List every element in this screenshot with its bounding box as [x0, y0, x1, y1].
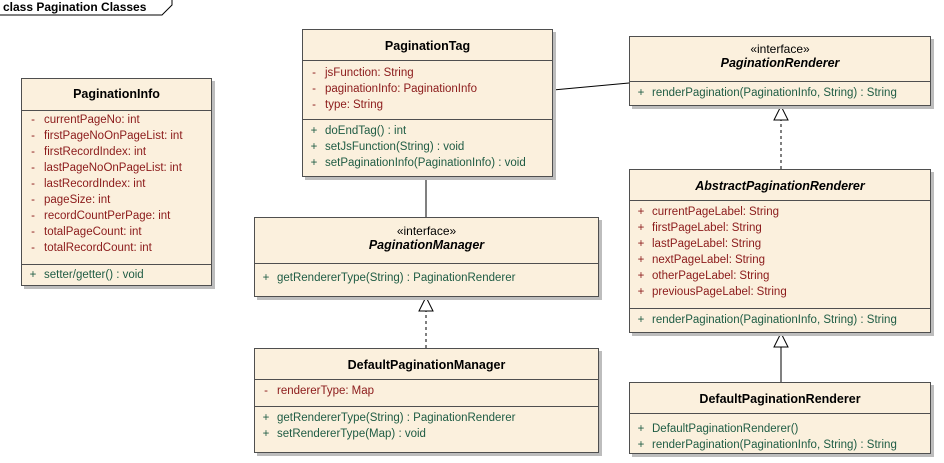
class-abstract-pagination-renderer[interactable]: AbstractPaginationRenderer +currentPageL… [629, 169, 931, 333]
association-tag-renderer [552, 82, 630, 91]
class-name: PaginationInfo [73, 87, 160, 101]
realization-renderer-arrow [773, 104, 789, 121]
generalization-renderer-arrow [773, 331, 789, 348]
operations-section: +renderPagination(PaginationInfo, String… [630, 82, 930, 101]
attributes-section: -rendererType:Map [255, 380, 598, 407]
attribute-row: +lastPageLabel:String [637, 238, 762, 250]
class-header: PaginationTag [303, 30, 552, 61]
attributes-section: -jsFunction:String -paginationInfo:Pagin… [303, 61, 552, 120]
attribute-row: +previousPageLabel:String [637, 286, 787, 298]
attribute-row: -firstRecordIndex:int [31, 146, 147, 158]
realization-manager-arrow [418, 295, 434, 312]
class-name: PaginationRenderer [720, 56, 840, 70]
attribute-row: -pageSize:int [31, 194, 111, 206]
operation-row: +doEndTag() : int [310, 125, 407, 137]
class-name: DefaultPaginationManager [347, 358, 506, 372]
class-header: PaginationInfo [22, 79, 211, 111]
interface-pagination-renderer[interactable]: «interface» PaginationRenderer +renderPa… [629, 36, 931, 106]
class-pagination-info[interactable]: PaginationInfo -currentPageNo:int -first… [21, 78, 212, 286]
operation-row: +getRendererType(String) : PaginationRen… [262, 272, 516, 284]
attribute-row: -recordCountPerPage:int [31, 210, 171, 222]
attribute-row: +nextPageLabel:String [637, 254, 765, 266]
operation-row: +renderPagination(PaginationInfo, String… [637, 87, 897, 99]
attributes-section: +currentPageLabel:String +firstPageLabel… [630, 201, 930, 309]
operation-row: +renderPagination(PaginationInfo, String… [637, 314, 897, 326]
operation-row: +setter/getter() : void [29, 269, 144, 281]
attributes-section: -currentPageNo:int -firstPageNoOnPageLis… [22, 111, 211, 265]
diagram-frame-title: class Pagination Classes [3, 0, 147, 14]
attribute-row: -totalRecordCount:int [31, 242, 152, 254]
attribute-row: -currentPageNo:int [31, 114, 140, 126]
class-default-pagination-manager[interactable]: DefaultPaginationManager -rendererType:M… [254, 348, 599, 453]
operation-row: +setJsFunction(String) : void [310, 141, 465, 153]
class-header: DefaultPaginationRenderer [630, 383, 930, 414]
attribute-row: -paginationInfo:PaginationInfo [312, 83, 477, 95]
operation-row: +DefaultPaginationRenderer() [637, 423, 799, 435]
stereotype-label: «interface» [396, 224, 457, 238]
operations-section: +getRendererType(String) : PaginationRen… [255, 407, 598, 442]
class-name: PaginationManager [368, 238, 485, 252]
class-header: AbstractPaginationRenderer [630, 170, 930, 201]
attribute-row: -rendererType:Map [264, 385, 374, 397]
class-name: DefaultPaginationRenderer [699, 392, 861, 406]
operation-row: +renderPagination(PaginationInfo, String… [637, 439, 897, 451]
operation-row: +setRendererType(Map) : void [262, 428, 426, 440]
class-name: AbstractPaginationRenderer [695, 179, 865, 193]
operation-row: +setPaginationInfo(PaginationInfo) : voi… [310, 157, 526, 169]
class-pagination-tag[interactable]: PaginationTag -jsFunction:String -pagina… [302, 29, 553, 177]
attribute-row: +firstPageLabel:String [637, 222, 762, 234]
operations-section: +getRendererType(String) : PaginationRen… [255, 264, 598, 286]
operations-section: +DefaultPaginationRenderer() +renderPagi… [630, 414, 930, 453]
attribute-row: -type:String [312, 99, 383, 111]
operation-row: +getRendererType(String) : PaginationRen… [262, 412, 516, 424]
frame-tab-outline [0, 0, 173, 16]
operations-section: +setter/getter() : void [22, 265, 211, 283]
class-header: DefaultPaginationManager [255, 349, 598, 380]
attribute-row: -jsFunction:String [312, 67, 414, 79]
class-default-pagination-renderer[interactable]: DefaultPaginationRenderer +DefaultPagina… [629, 382, 931, 454]
interface-pagination-manager[interactable]: «interface» PaginationManager +getRender… [254, 217, 599, 297]
attribute-row: +currentPageLabel:String [637, 206, 780, 218]
attribute-row: -lastRecordIndex:int [31, 178, 146, 190]
attribute-row: -lastPageNoOnPageList:int [31, 162, 182, 174]
operations-section: +doEndTag() : int +setJsFunction(String)… [303, 120, 552, 171]
class-header: «interface» PaginationRenderer [630, 37, 930, 82]
stereotype-label: «interface» [750, 42, 810, 56]
attribute-row: +otherPageLabel:String [637, 270, 770, 282]
class-header: «interface» PaginationManager [255, 218, 598, 264]
operations-section: +renderPagination(PaginationInfo, String… [630, 309, 930, 328]
class-name: PaginationTag [384, 39, 471, 53]
attribute-row: -firstPageNoOnPageList:int [31, 130, 183, 142]
attribute-row: -totalPageCount:int [31, 226, 142, 238]
